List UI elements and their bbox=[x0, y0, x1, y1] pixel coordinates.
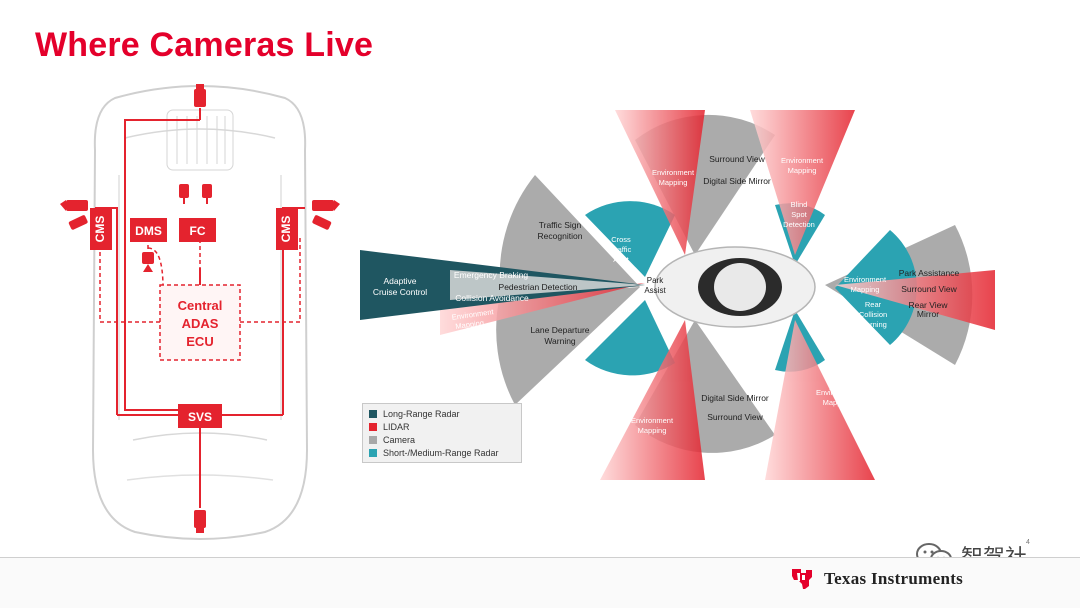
label-lane-departure-2: Warning bbox=[544, 336, 576, 346]
sensor-coverage-diagram: Surround View Digital Side Mirror Enviro… bbox=[360, 110, 995, 480]
label-pedestrian-detection: Pedestrian Detection bbox=[499, 282, 578, 292]
label-env-mapping-br-2: Mapping bbox=[823, 398, 852, 407]
label-env-mapping-tr-2: Mapping bbox=[788, 166, 817, 175]
cms-left-label: CMS bbox=[93, 216, 107, 243]
adas-label: ADAS bbox=[182, 316, 219, 331]
cms-right-label: CMS bbox=[279, 216, 293, 243]
legend-label: Camera bbox=[383, 435, 416, 445]
footer bbox=[0, 558, 1080, 608]
vehicle-camera-architecture-diagram: CMS CMS DMS FC Central ADAS ECU SVS bbox=[60, 84, 340, 540]
label-rear-collision-3: Warning bbox=[859, 320, 887, 329]
label-emergency-braking: Emergency Braking bbox=[454, 270, 528, 280]
label-env-mapping-rear-2: Mapping bbox=[851, 285, 880, 294]
fc-cameras bbox=[179, 184, 212, 198]
label-cross-traffic-2: Traffic bbox=[611, 245, 632, 254]
legend-swatch bbox=[369, 449, 377, 457]
central-ecu-box bbox=[159, 284, 241, 361]
label-traffic-sign-1: Traffic Sign bbox=[539, 220, 582, 230]
label-env-mapping-tl-1: Environment bbox=[652, 168, 695, 177]
label-cross-traffic-3: Alert bbox=[613, 255, 629, 264]
front-camera-beam bbox=[450, 270, 645, 300]
label-rear-collision-2: Collision bbox=[859, 310, 887, 319]
page-number: 4 bbox=[1026, 539, 1030, 546]
label-digital-side-mirror-bottom: Digital Side Mirror bbox=[701, 393, 769, 403]
fc-box bbox=[179, 218, 216, 242]
label-blind-spot-1: Blind bbox=[791, 200, 808, 209]
label-surround-view-rear: Surround View bbox=[901, 284, 957, 294]
svs-box bbox=[178, 404, 222, 428]
front-camera bbox=[194, 84, 206, 107]
dms-label: DMS bbox=[135, 224, 162, 238]
label-adaptive-cruise-1: Adaptive bbox=[383, 276, 416, 286]
svs-label: SVS bbox=[188, 410, 212, 424]
dms-camera bbox=[142, 252, 154, 272]
label-park-assist-2: Assist bbox=[644, 286, 666, 295]
legend-item: Camera bbox=[369, 434, 415, 446]
central-label: Central bbox=[178, 298, 223, 313]
dms-box bbox=[130, 218, 167, 242]
label-surround-view-top: Surround View bbox=[709, 154, 765, 164]
ecu-label: ECU bbox=[186, 334, 213, 349]
legend-label: Short-/Medium-Range Radar bbox=[383, 448, 499, 458]
label-collision-avoidance: Collision Avoidance bbox=[455, 293, 529, 303]
label-digital-side-mirror-top: Digital Side Mirror bbox=[703, 176, 771, 186]
legend-item: Long-Range Radar bbox=[369, 408, 460, 420]
footer-divider bbox=[0, 557, 1080, 558]
label-env-mapping-front-2: Mapping bbox=[455, 318, 485, 331]
label-env-mapping-tl-2: Mapping bbox=[659, 178, 688, 187]
label-env-mapping-bl-1: Environment bbox=[631, 416, 674, 425]
legend-swatch bbox=[369, 436, 377, 444]
legend-swatch bbox=[369, 410, 377, 418]
label-rear-view-mirror-2: Mirror bbox=[917, 309, 939, 319]
label-cross-traffic-1: Cross bbox=[611, 235, 631, 244]
legend-swatch bbox=[369, 423, 377, 431]
cms-right-box bbox=[276, 208, 298, 250]
label-blind-spot-2: Spot bbox=[791, 210, 807, 219]
left-mirror-cameras bbox=[60, 200, 88, 230]
label-env-mapping-bl-2: Mapping bbox=[638, 426, 667, 435]
page-title: Where Cameras Live bbox=[35, 26, 374, 64]
label-park-assist-1: Park bbox=[647, 276, 664, 285]
label-traffic-sign-2: Recognition bbox=[538, 231, 583, 241]
right-mirror-cameras bbox=[312, 200, 340, 230]
cms-left-box bbox=[90, 208, 112, 250]
legend: Long-Range Radar LIDAR Camera Short-/Med… bbox=[362, 403, 522, 463]
legend-label: LIDAR bbox=[383, 422, 410, 432]
label-surround-view-bottom: Surround View bbox=[707, 412, 763, 422]
label-adaptive-cruise-2: Cruise Control bbox=[373, 287, 427, 297]
label-rear-view-mirror-1: Rear View bbox=[908, 300, 948, 310]
label-env-mapping-tr-1: Environment bbox=[781, 156, 824, 165]
label-env-mapping-br-1: Environment bbox=[816, 388, 859, 397]
brand-name: Texas Instruments bbox=[824, 569, 964, 588]
label-blind-spot-3: Detection bbox=[783, 220, 815, 229]
legend-item: LIDAR bbox=[369, 421, 410, 433]
label-env-mapping-rear-1: Environment bbox=[844, 275, 887, 284]
texas-instruments-logo-icon bbox=[792, 569, 812, 589]
label-lane-departure-1: Lane Departure bbox=[530, 325, 589, 335]
rear-camera bbox=[194, 510, 206, 533]
lidar-coverage bbox=[440, 110, 995, 480]
legend-item: Short-/Medium-Range Radar bbox=[369, 447, 499, 459]
label-rear-collision-1: Rear bbox=[865, 300, 882, 309]
car-top-view bbox=[654, 246, 816, 328]
label-park-assistance: Park Assistance bbox=[899, 268, 960, 278]
fc-label: FC bbox=[190, 224, 206, 238]
legend-label: Long-Range Radar bbox=[383, 409, 460, 419]
